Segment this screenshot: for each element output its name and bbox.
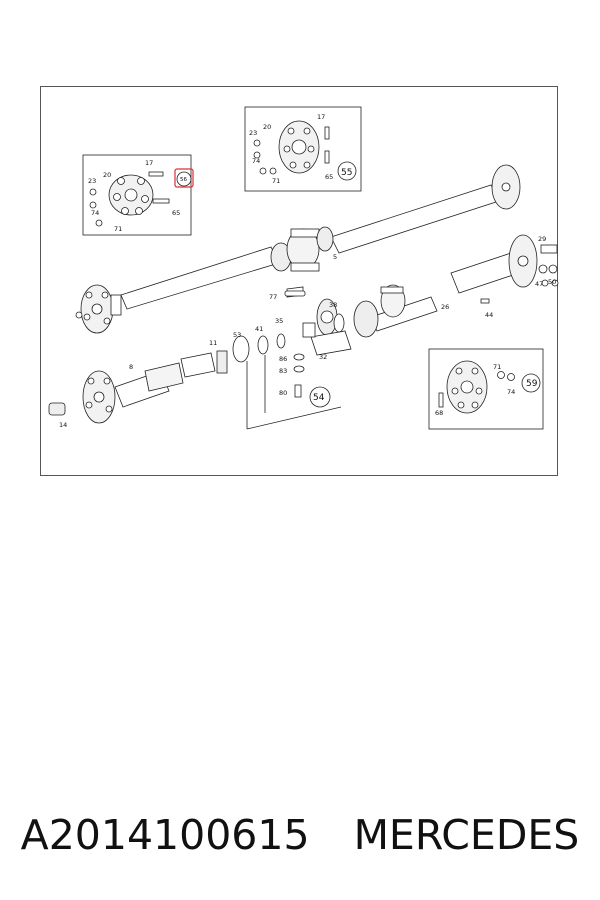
callout-29: 29 (538, 235, 546, 243)
upper-propeller-shaft (75, 164, 521, 334)
callout-26: 26 (441, 303, 449, 311)
callout-23a: 23 (88, 177, 96, 185)
inset-box-flex-disc-center (244, 106, 362, 192)
callout-35: 35 (275, 317, 283, 325)
part-number: A2014100615 (20, 811, 310, 859)
highlight-box (174, 168, 194, 188)
callout-65a: 65 (172, 209, 180, 217)
callout-17a: 17 (145, 159, 153, 167)
callout-74b: 74 (252, 157, 260, 165)
callout-17b: 17 (317, 113, 325, 121)
callout-74c: 74 (507, 388, 515, 396)
callout-71c: 71 (493, 363, 501, 371)
callout-68: 68 (435, 409, 443, 417)
callout-32: 32 (319, 353, 327, 361)
inset-box-flex-disc-left (82, 154, 194, 236)
callout-23b: 23 (249, 129, 257, 137)
callout-54: 54 (313, 393, 325, 403)
callout-65b: 65 (325, 173, 333, 181)
exploded-parts-diagram: 17 20 23 74 71 65 56 17 20 23 74 71 65 5… (40, 86, 559, 476)
callout-59: 59 (526, 379, 538, 389)
callout-47: 47 (535, 280, 543, 288)
propeller-shaft-drawing: 17 20 23 74 71 65 56 17 20 23 74 71 65 5… (48, 106, 559, 430)
callout-71b: 71 (272, 177, 280, 185)
callout-56: 56 (180, 177, 187, 183)
callout-41: 41 (255, 325, 263, 333)
callout-labels: 17 20 23 74 71 65 56 17 20 23 74 71 65 5… (59, 113, 556, 429)
callout-14: 14 (59, 421, 67, 429)
inset-box-flex-disc-right (428, 348, 544, 430)
callout-80: 80 (279, 389, 287, 397)
callout-71a: 71 (114, 225, 122, 233)
callout-86: 86 (279, 355, 287, 363)
callout-20a: 20 (103, 171, 111, 179)
callout-55: 55 (341, 168, 352, 178)
callout-38: 38 (329, 301, 337, 309)
callout-44: 44 (485, 311, 493, 319)
callout-11: 11 (209, 339, 217, 347)
center-bearing-assembly (286, 286, 352, 356)
lower-front-shaft (48, 333, 342, 430)
brand-name: MERCEDES (353, 811, 580, 859)
callout-50: 50 (548, 278, 556, 286)
callout-5: 5 (333, 253, 337, 261)
part-caption: A2014100615 MERCEDES (0, 800, 600, 870)
callout-8: 8 (129, 363, 133, 371)
rear-shaft-section (353, 234, 559, 338)
mounting-hardware (284, 290, 331, 408)
callout-77: 77 (269, 293, 277, 301)
callout-74a: 74 (91, 209, 99, 217)
callout-20b: 20 (263, 123, 271, 131)
callout-53: 53 (233, 331, 241, 339)
callout-83: 83 (279, 367, 287, 375)
